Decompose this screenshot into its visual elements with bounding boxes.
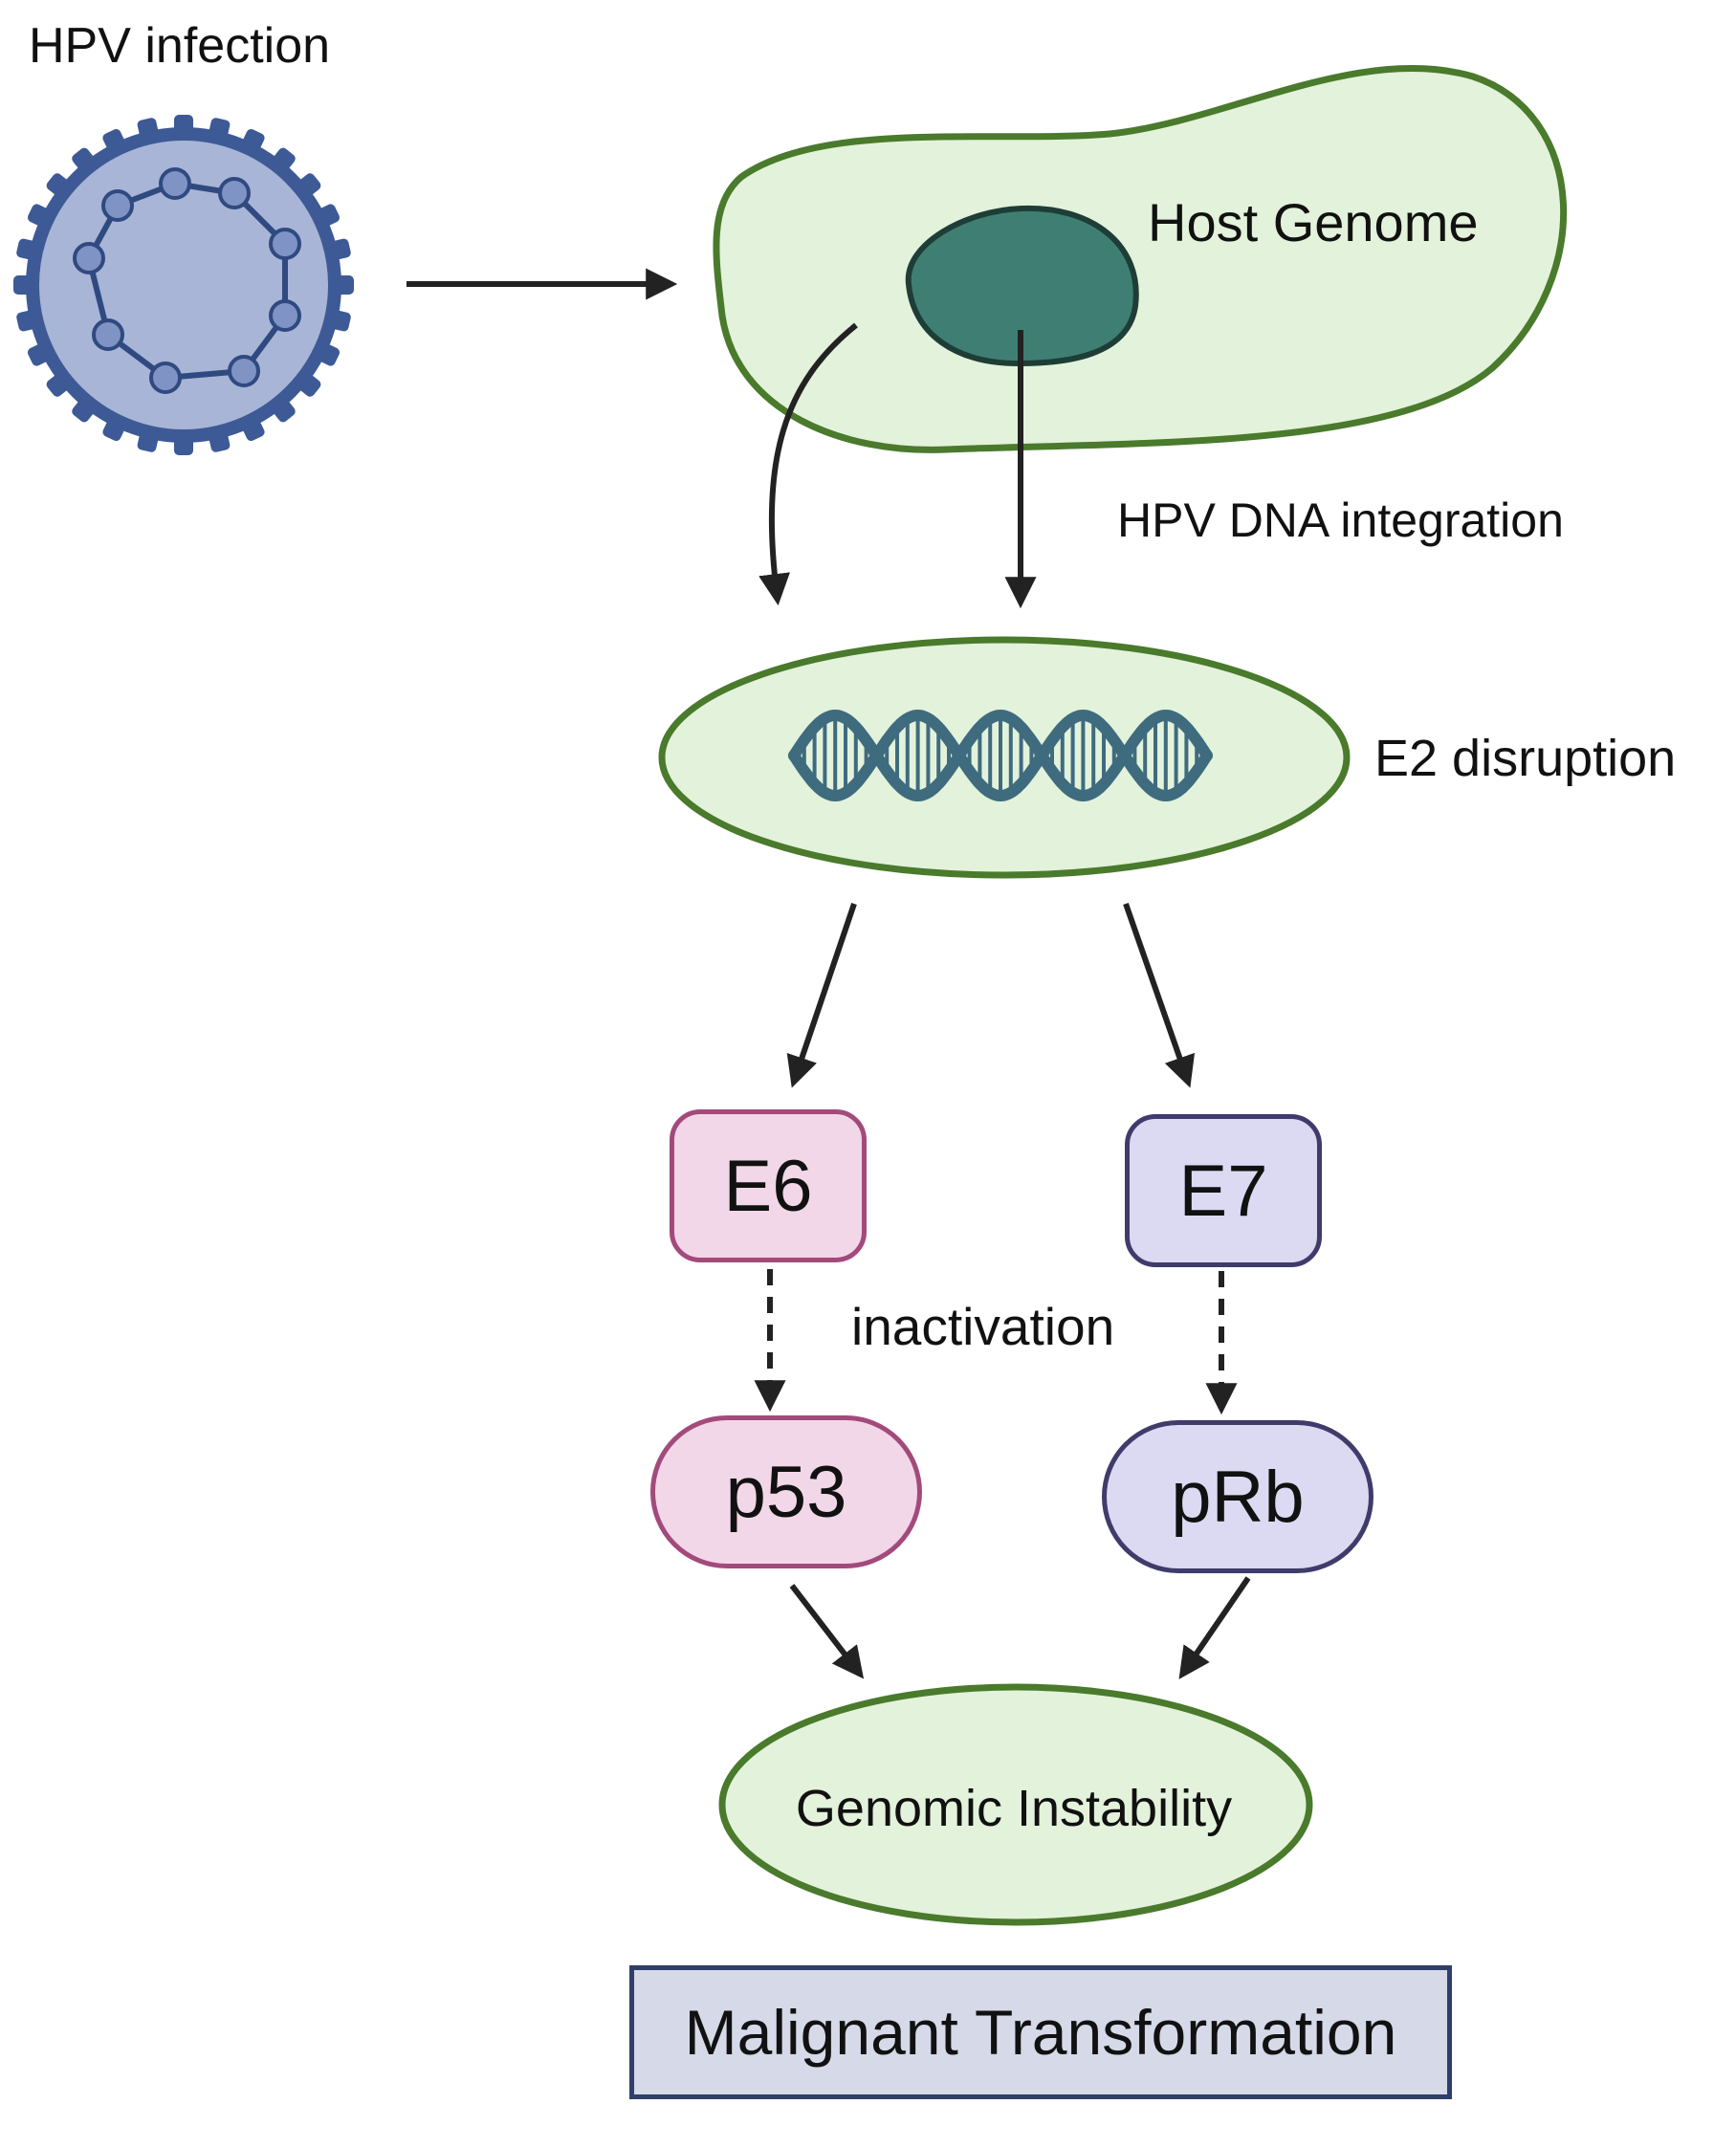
integration-label: HPV DNA integration xyxy=(1117,493,1564,547)
viral-genome-loop xyxy=(86,181,288,381)
p53-label: p53 xyxy=(725,1451,847,1533)
genome-bead xyxy=(73,242,105,274)
e6-label: E6 xyxy=(723,1145,813,1227)
arrow-prb-to-instability xyxy=(1178,1576,1251,1679)
genomic-instability-ellipse xyxy=(718,1683,1313,1926)
hpv-infection-title: HPV infection xyxy=(29,18,331,74)
arrow-to-e7 xyxy=(1123,903,1196,1088)
genome-bead xyxy=(218,177,251,209)
inactivation-label: inactivation xyxy=(851,1297,1115,1356)
host-genome-label: Host Genome xyxy=(1148,192,1479,252)
dna-strand xyxy=(788,709,1213,802)
genome-bead xyxy=(149,362,182,394)
e7-label: E7 xyxy=(1178,1150,1268,1232)
genome-bead xyxy=(269,228,301,260)
hpv-virus-icon xyxy=(13,115,354,455)
prb-node: pRb xyxy=(1102,1420,1373,1573)
prb-label: pRb xyxy=(1171,1456,1305,1538)
genome-bead xyxy=(269,299,301,332)
dna-helix-icon xyxy=(788,709,1213,802)
genome-bead xyxy=(101,189,134,222)
dna-strand xyxy=(788,709,1213,802)
e2-disruption-label: E2 disruption xyxy=(1374,730,1677,787)
e2-disruption-ellipse xyxy=(658,636,1351,879)
e7-node: E7 xyxy=(1125,1114,1322,1267)
host-cell xyxy=(713,65,1568,453)
genomic-instability-label: Genomic Instability xyxy=(795,1780,1233,1837)
arrow-to-e6 xyxy=(786,903,857,1088)
p53-node: p53 xyxy=(650,1415,922,1568)
malignant-transformation-box: Malignant Transformation xyxy=(629,1965,1452,2099)
genome-bead xyxy=(228,355,260,387)
host-nucleus xyxy=(905,205,1139,367)
viral-genome-beads xyxy=(73,167,301,394)
genome-bead xyxy=(92,318,124,351)
genome-bead xyxy=(159,167,191,200)
arrow-p53-to-instability xyxy=(789,1584,865,1679)
malignant-transformation-label: Malignant Transformation xyxy=(684,1997,1397,2068)
integration-arrow-curved xyxy=(758,322,858,606)
e6-node: E6 xyxy=(670,1109,867,1262)
